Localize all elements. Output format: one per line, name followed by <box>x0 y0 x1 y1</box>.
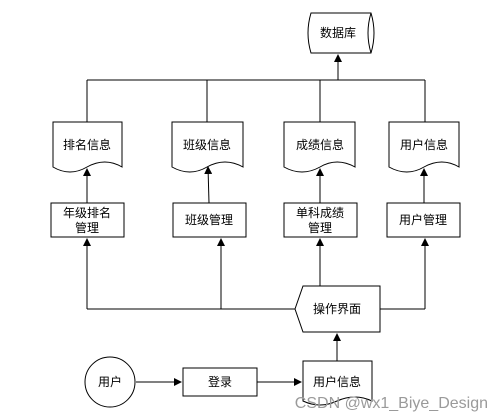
proc-class-box <box>172 202 247 238</box>
proc-rank-label-line1: 年级排名 <box>63 205 111 220</box>
proc-user-box <box>386 202 461 238</box>
doc-rank-label: 排名信息 <box>63 137 111 152</box>
user-node: 用户 <box>84 356 136 408</box>
doc-score-node: 成绩信息 <box>283 121 356 173</box>
login-label: 登录 <box>208 374 232 389</box>
proc-score-node: 单科成绩 管理 <box>283 202 358 238</box>
user-circle <box>84 356 136 408</box>
doc-user-label: 用户信息 <box>400 137 448 152</box>
watermark-text: CSDN @wx1_Biye_Design <box>294 395 488 412</box>
proc-user-label: 用户管理 <box>399 212 447 227</box>
proc-rank-box <box>50 202 125 238</box>
doc-score-shape <box>283 121 356 173</box>
bottom-connectors <box>136 333 341 386</box>
interface-shape <box>294 285 381 333</box>
database-shape-edge <box>367 12 372 54</box>
user-info-label: 用户信息 <box>313 374 361 389</box>
user-info-node: 用户信息 <box>302 360 373 406</box>
database-label: 数据库 <box>320 25 356 40</box>
user-label: 用户 <box>98 374 122 389</box>
proc-class-label: 班级管理 <box>185 212 233 227</box>
login-box <box>182 367 258 397</box>
proc-rank-label-line2: 管理 <box>75 220 99 235</box>
arrow-class-proc-to-doc <box>204 166 213 204</box>
database-node: 数据库 <box>307 12 375 54</box>
interface-connectors <box>83 238 429 310</box>
doc-rank-shape <box>52 121 123 173</box>
top-connectors <box>86 54 426 122</box>
proc-rank-node: 年级排名 管理 <box>50 202 125 238</box>
interface-node: 操作界面 <box>294 285 381 333</box>
proc-user-node: 用户管理 <box>386 202 461 238</box>
doc-class-label: 班级信息 <box>183 137 231 152</box>
doc-user-shape <box>388 121 460 173</box>
proc-score-box <box>283 202 358 238</box>
proc-class-node: 班级管理 <box>172 202 247 238</box>
doc-class-node: 班级信息 <box>171 121 244 173</box>
doc-rank-node: 排名信息 <box>52 121 123 173</box>
user-info-shape <box>302 360 373 406</box>
proc-score-label-line2: 管理 <box>308 220 332 235</box>
proc-score-label-line1: 单科成绩 <box>296 206 344 220</box>
login-node: 登录 <box>182 367 258 397</box>
doc-user-node: 用户信息 <box>388 121 460 173</box>
doc-score-label: 成绩信息 <box>296 137 344 152</box>
interface-label: 操作界面 <box>313 301 361 316</box>
process-to-doc-connectors <box>83 166 428 204</box>
